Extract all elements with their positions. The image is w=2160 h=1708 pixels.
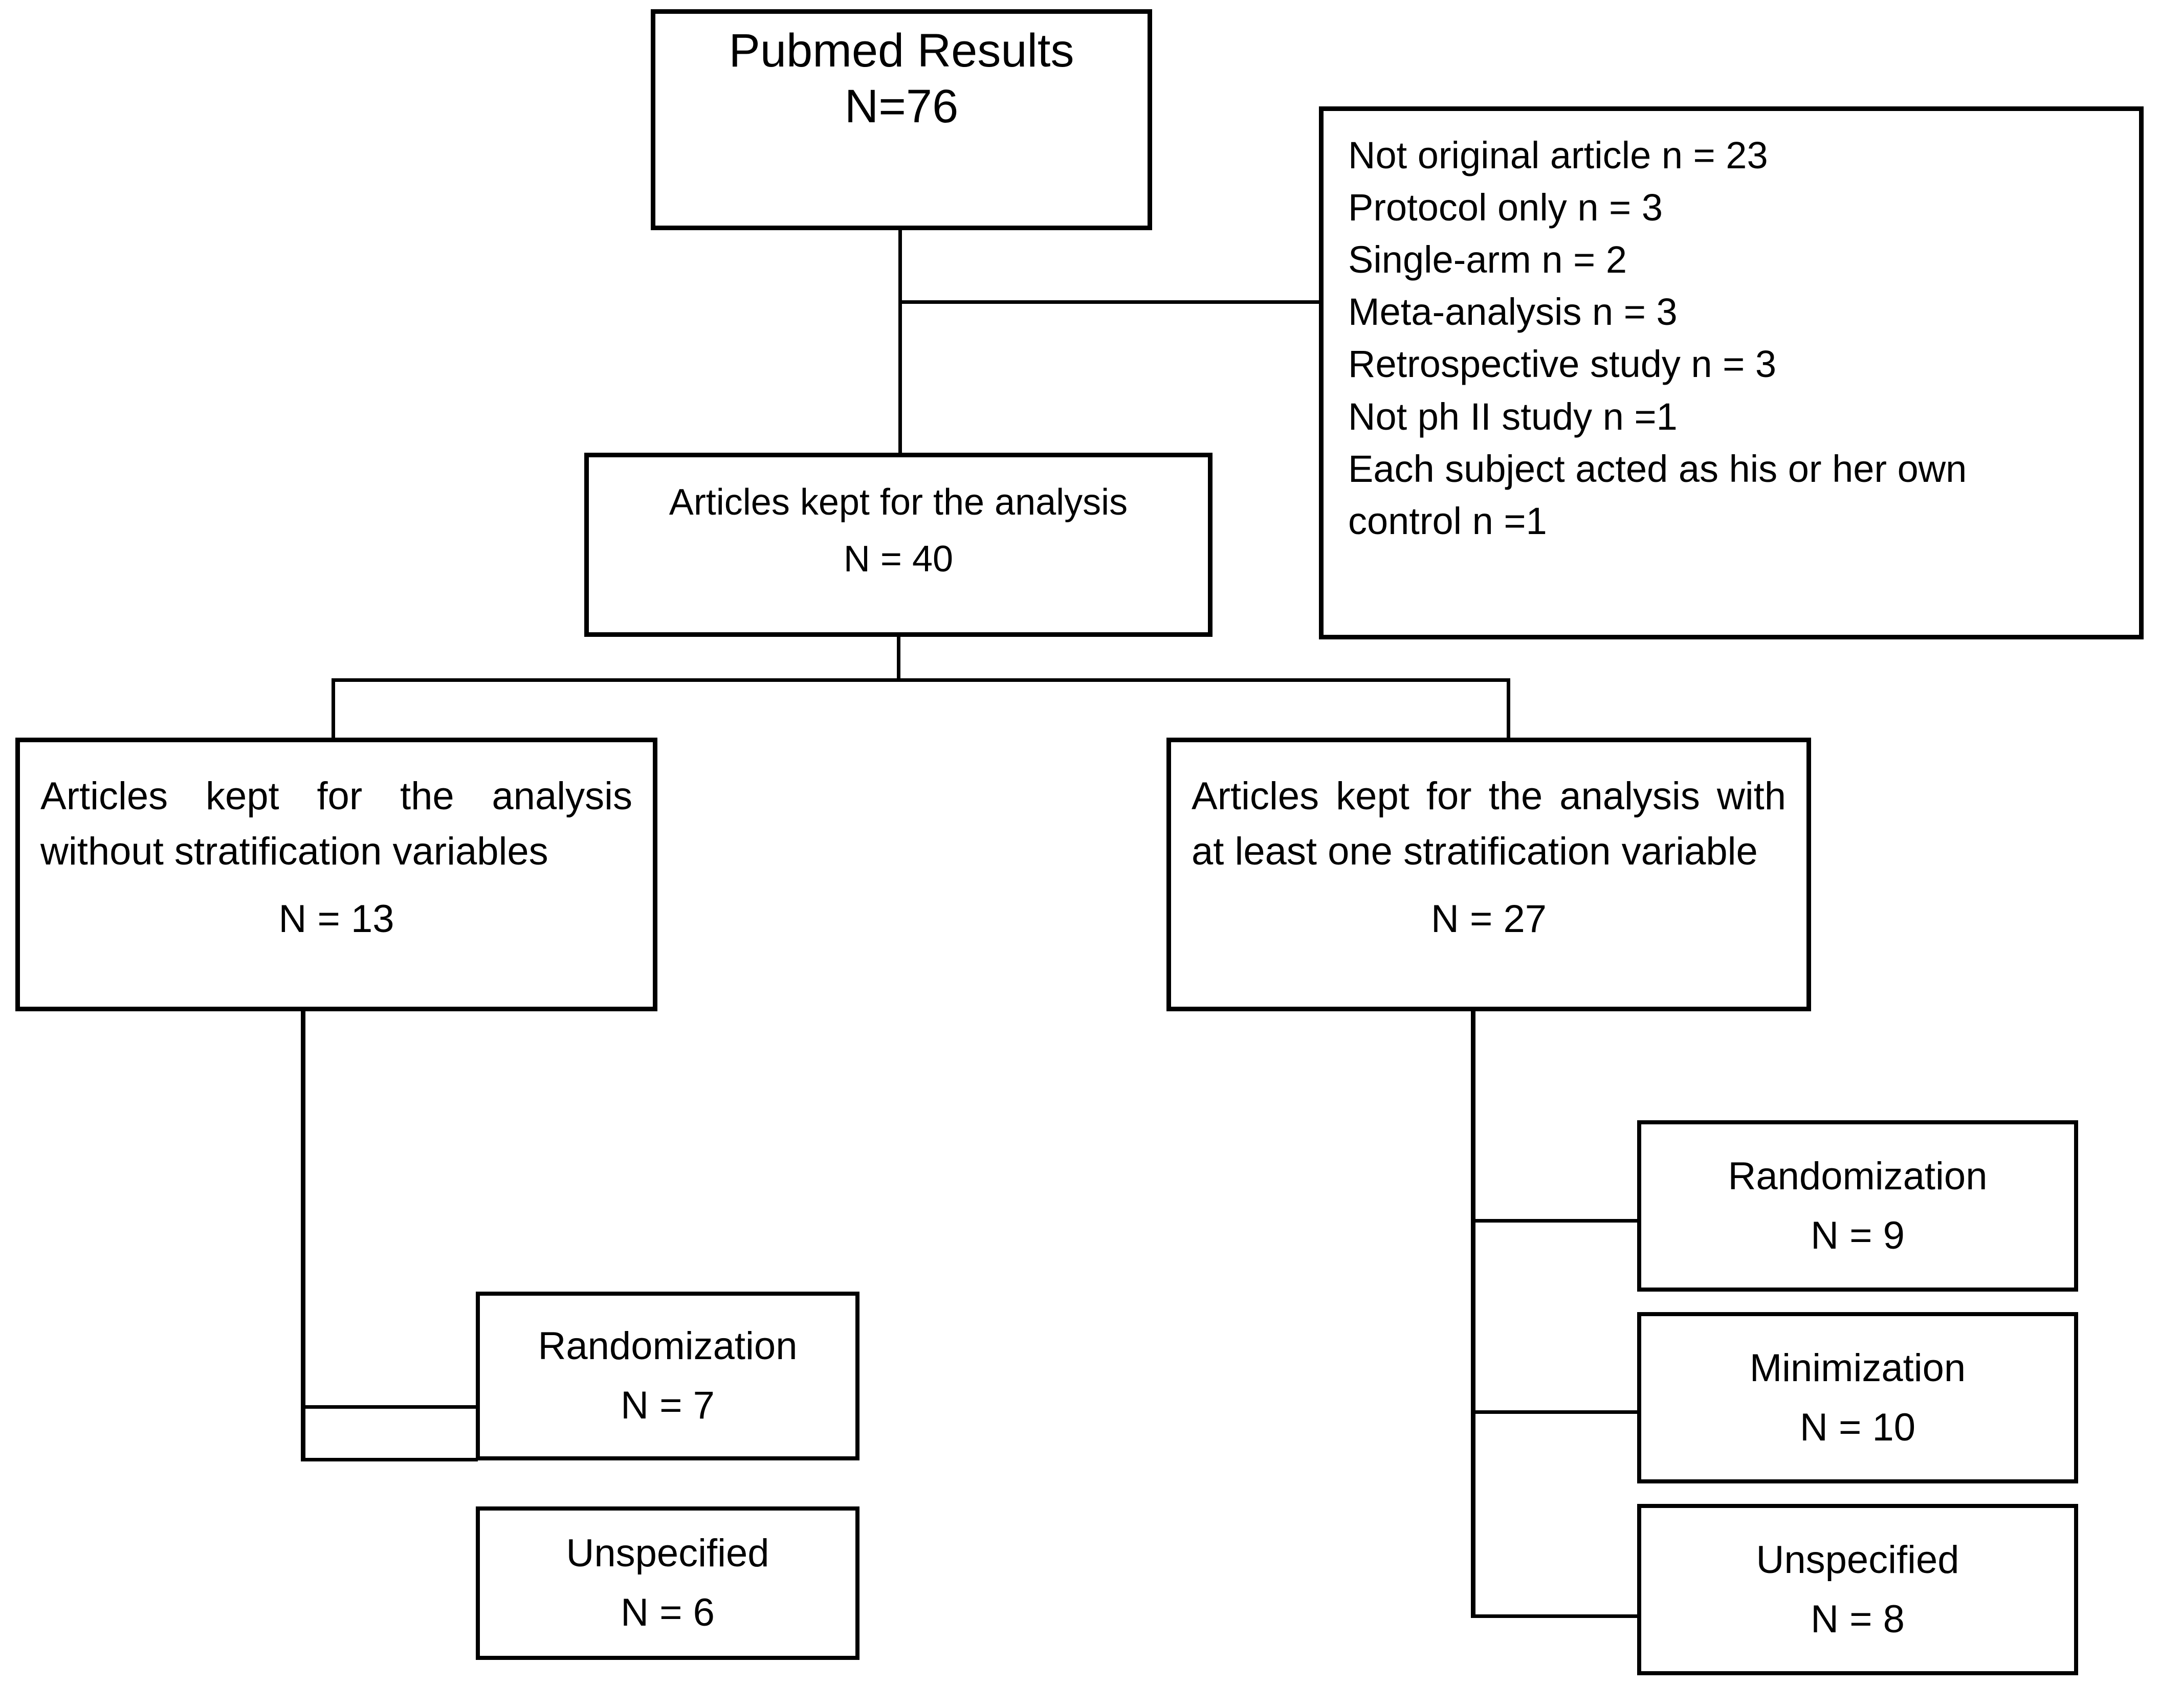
- connector-kept-stem: [897, 637, 900, 682]
- left-randomization-label: Randomization: [538, 1324, 798, 1368]
- right-unspecified-label: Unspecified: [1756, 1538, 1959, 1582]
- node-exclusion-reasons: Not original article n = 23 Protocol onl…: [1319, 106, 2144, 639]
- connector-nostrat-to-rand7: [301, 1405, 478, 1409]
- exclusion-reason-item: control n =1: [1348, 499, 1547, 542]
- connector-nostrat-to-unspec6: [301, 1458, 478, 1461]
- node-right-minimization: Minimization N = 10: [1637, 1312, 2078, 1483]
- right-randomization-count: N = 9: [1811, 1213, 1905, 1257]
- connector-strat-to-unspec8: [1471, 1614, 1640, 1618]
- connector-strat-rail: [1471, 1011, 1475, 1617]
- pubmed-label: Pubmed Results: [729, 25, 1074, 77]
- with-stratification-count: N = 27: [1430, 897, 1547, 941]
- node-left-unspecified: Unspecified N = 6: [476, 1506, 859, 1660]
- right-unspecified-count: N = 8: [1811, 1597, 1905, 1641]
- articles-kept-label: Articles kept for the analysis: [669, 482, 1128, 523]
- left-unspecified-label: Unspecified: [566, 1532, 769, 1576]
- right-randomization-label: Randomization: [1728, 1154, 1988, 1198]
- node-right-randomization: Randomization N = 9: [1637, 1120, 2078, 1292]
- connector-split-to-nostrat: [332, 678, 335, 740]
- right-minimization-count: N = 10: [1799, 1405, 1916, 1449]
- node-with-stratification: Articles kept for the analysis with at l…: [1166, 738, 1811, 1011]
- articles-kept-count: N = 40: [843, 538, 954, 580]
- connector-split-to-strat: [1507, 678, 1510, 740]
- pubmed-count: N=76: [844, 80, 959, 132]
- connector-pubmed-to-kept: [898, 230, 902, 453]
- exclusion-reason-item: Single-arm n = 2: [1348, 238, 1627, 281]
- connector-nostrat-rail: [301, 1011, 305, 1461]
- left-unspecified-count: N = 6: [621, 1591, 715, 1634]
- with-stratification-text: Articles kept for the analysis with at l…: [1192, 774, 1786, 873]
- right-minimization-label: Minimization: [1749, 1346, 1966, 1390]
- exclusion-reason-item: Protocol only n = 3: [1348, 186, 1663, 229]
- exclusion-reason-item: Retrospective study n = 3: [1348, 343, 1777, 386]
- connector-pubmed-to-exclusions: [898, 300, 1321, 304]
- exclusion-reason-item: Not ph II study n =1: [1348, 395, 1678, 438]
- exclusion-reason-item: Meta-analysis n = 3: [1348, 291, 1678, 334]
- exclusion-reason-item: Not original article n = 23: [1348, 134, 1768, 176]
- connector-split-bar: [332, 678, 1510, 682]
- connector-strat-to-min10: [1471, 1410, 1640, 1414]
- node-left-randomization: Randomization N = 7: [476, 1292, 859, 1460]
- node-pubmed-results: Pubmed Results N=76: [651, 9, 1152, 230]
- exclusion-reason-item: Each subject acted as his or her own: [1348, 447, 1967, 490]
- left-randomization-count: N = 7: [621, 1384, 715, 1427]
- node-articles-kept: Articles kept for the analysis N = 40: [584, 453, 1213, 637]
- no-stratification-count: N = 13: [278, 897, 394, 941]
- node-right-unspecified: Unspecified N = 8: [1637, 1504, 2078, 1675]
- node-no-stratification: Articles kept for the analysis without s…: [15, 738, 657, 1011]
- connector-strat-to-rand9: [1471, 1219, 1640, 1223]
- no-stratification-text: Articles kept for the analysis without s…: [40, 774, 632, 873]
